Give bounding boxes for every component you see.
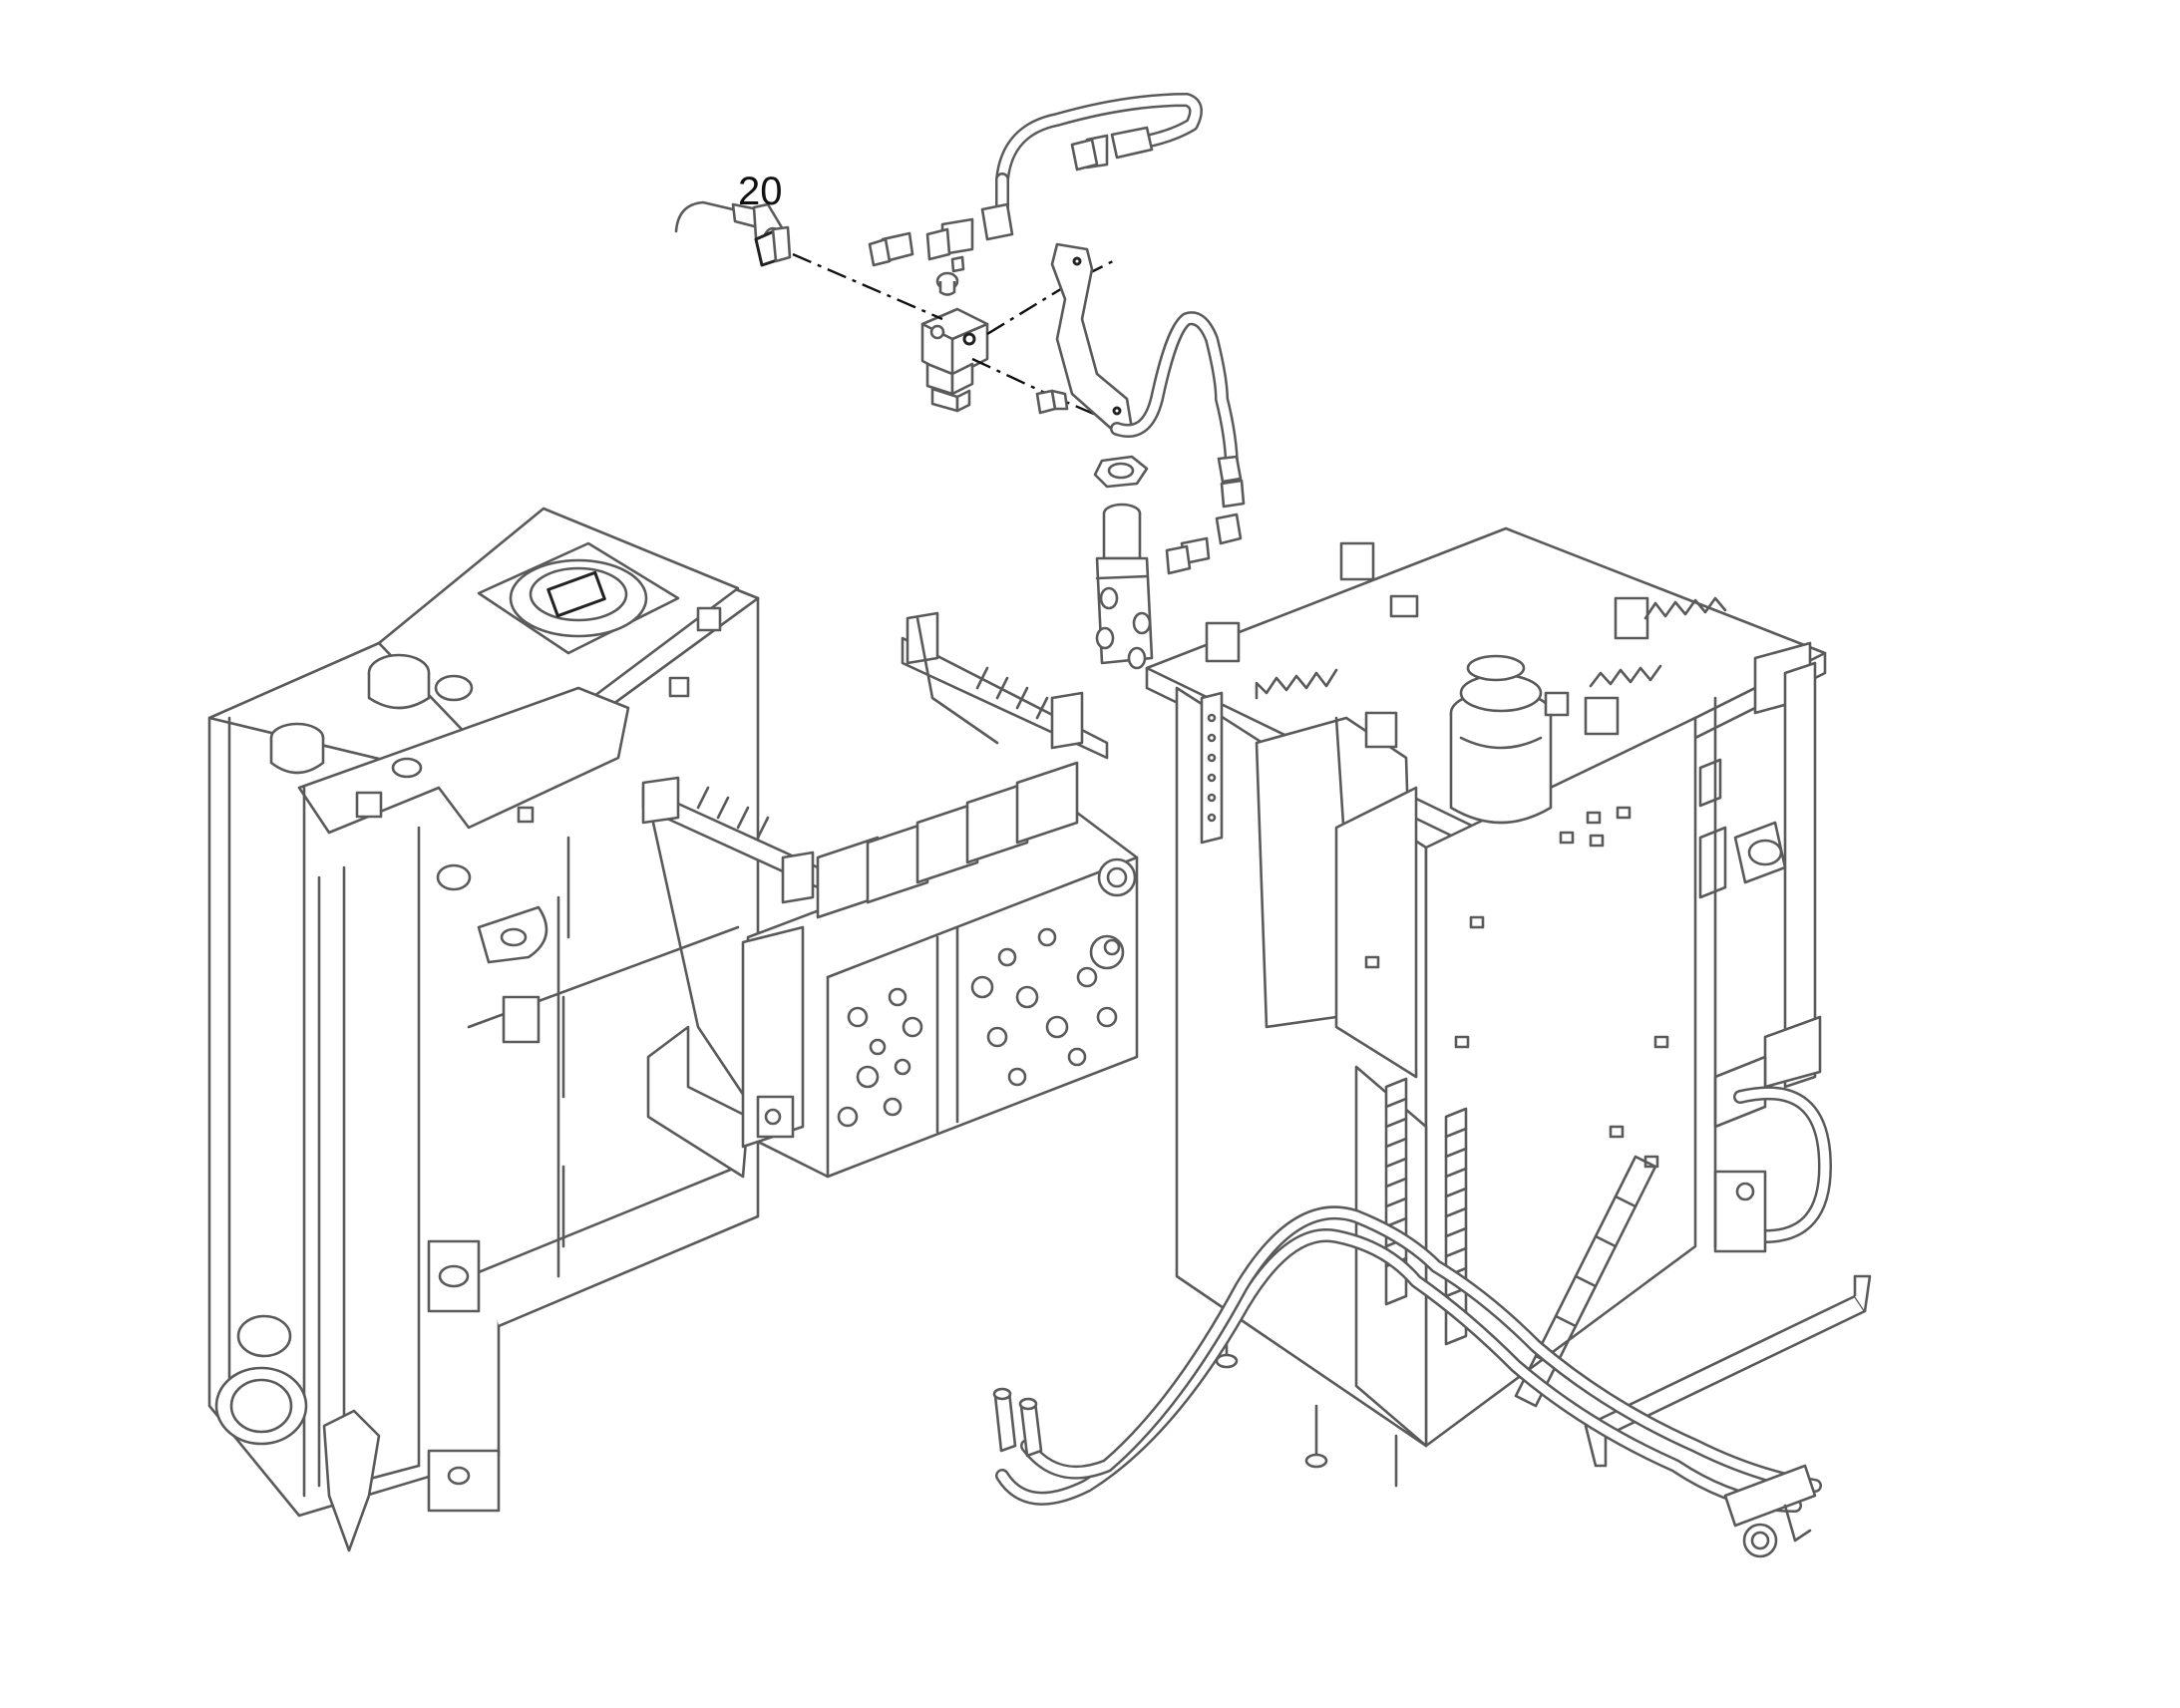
pressure-switch-assembly: [674, 93, 1246, 670]
control-valve-block: [641, 611, 1139, 1179]
callout-label-20: 20: [738, 170, 783, 213]
right-hydraulic-tank: [992, 526, 1872, 1558]
left-hydraulic-tank: [207, 507, 760, 1552]
valve-ports: [837, 857, 1137, 1128]
